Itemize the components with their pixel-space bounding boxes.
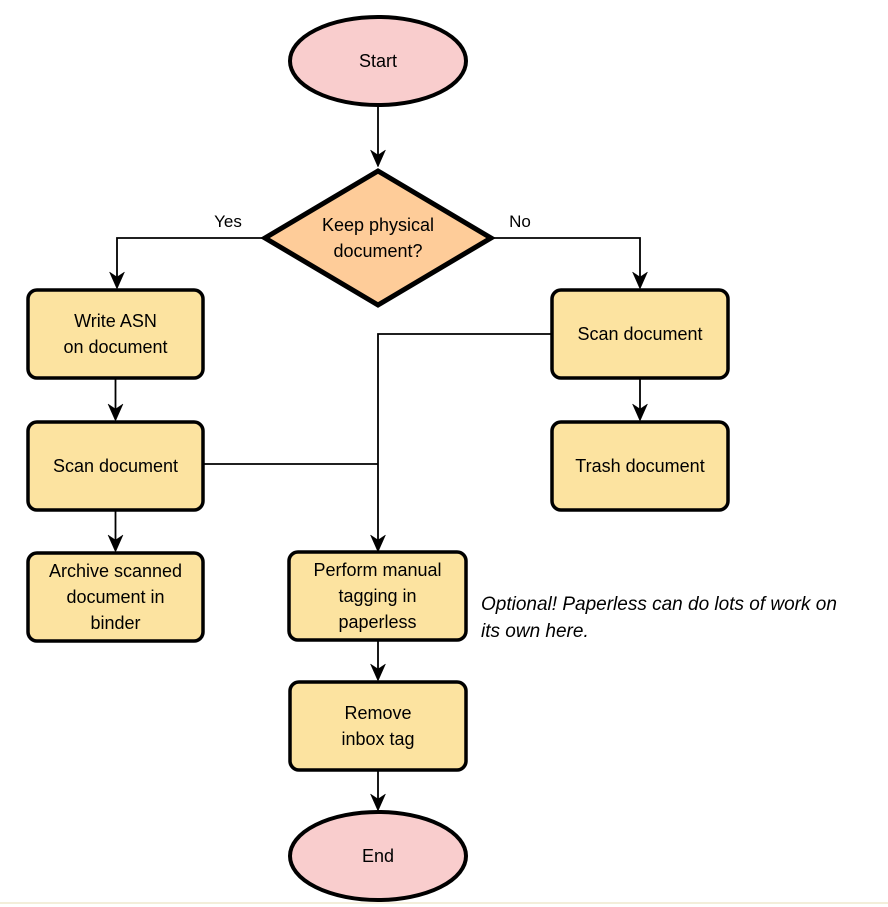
decision-node-shape (260, 168, 496, 308)
arrowhead-writeasn-scanleft (107, 403, 124, 422)
optional-note: Optional! Paperless can do lots of work … (481, 594, 837, 642)
arrowhead-scanright-trash (631, 403, 649, 422)
remove-inbox-node-shape (288, 680, 468, 772)
trash-node-shape (550, 420, 730, 512)
scan-left-node-shape (26, 420, 205, 512)
tagging-node-shape (287, 550, 468, 642)
scan-right-node-shape (550, 288, 730, 380)
arrowhead-tagging-removeinbox (369, 663, 387, 682)
arrowhead-scanleft-archive (107, 534, 124, 553)
page-bottom-border (0, 902, 888, 904)
arrowhead-tagging-in (369, 534, 387, 553)
edge-decision-no (491, 237, 641, 283)
arrowhead-decision-no (631, 271, 649, 290)
edge-scanright-tagging (377, 333, 552, 546)
edge-label-yes: Yes (214, 212, 242, 231)
arrowhead-decision-yes (108, 271, 126, 290)
archive-node-shape (26, 551, 205, 643)
start-node-shape (288, 15, 468, 107)
arrowhead-removeinbox-end (369, 793, 387, 812)
arrowhead-start-decision (369, 149, 387, 168)
edge-decision-yes (116, 237, 265, 283)
edge-label-no: No (509, 212, 531, 231)
write-asn-node-shape (26, 288, 205, 380)
end-node-shape (288, 810, 468, 902)
